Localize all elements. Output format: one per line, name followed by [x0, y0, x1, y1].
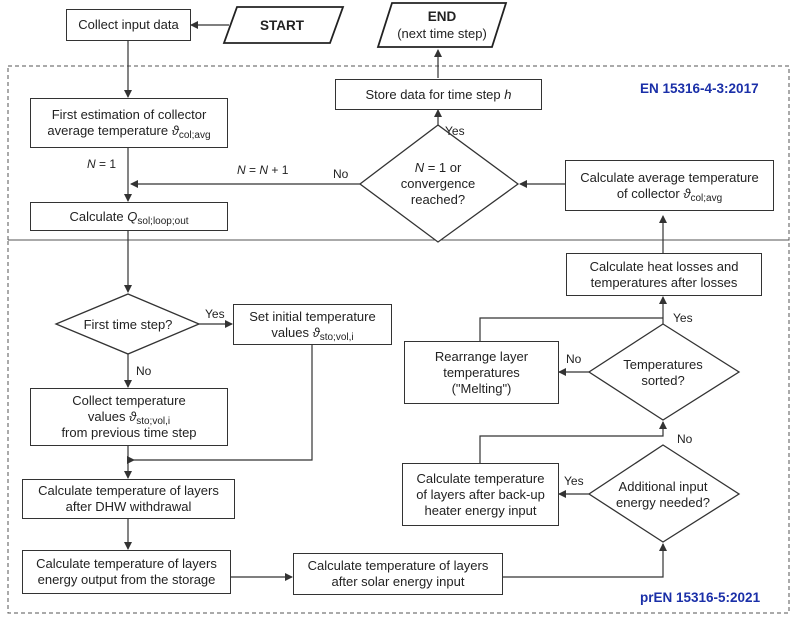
region-label-en-15316-4-3: EN 15316-4-3:2017 — [640, 81, 759, 96]
temps-sorted-text: Temperatures sorted? — [623, 357, 703, 388]
end-subtitle: (next time step) — [397, 26, 487, 41]
region-en-15316-4-3 — [7, 65, 790, 241]
set-initial-temp-box: Set initial temperature values ϑsto;vol,… — [233, 304, 392, 345]
region-label-pren-15316-5: prEN 15316-5:2021 — [640, 590, 761, 605]
calc-heat-losses-box: Calculate heat losses and temperatures a… — [566, 253, 762, 296]
additional-input-text: Additional input energy needed? — [616, 479, 710, 510]
theta-symbol: ϑ — [171, 123, 179, 138]
first-estimation-line2: average temperature — [47, 123, 172, 138]
first-estimation-box: First estimation of collector average te… — [30, 98, 228, 148]
calc-solar-line1: Calculate temperature of layers — [307, 558, 489, 573]
calculate-qsol-text: Calculate — [69, 208, 128, 224]
yes-label-additional-input: Yes — [564, 474, 584, 488]
rearrange-line2: temperatures — [443, 364, 520, 380]
region-pren-15316-5 — [7, 239, 790, 614]
rearrange-line1: Rearrange layer — [434, 348, 529, 364]
convergence-decision-text: N = 1 or convergence reached? — [400, 160, 476, 207]
collect-temp-line1: Collect temperature — [72, 393, 186, 408]
calc-heat-losses-line2: temperatures after losses — [590, 274, 738, 290]
calc-heat-losses-line1: Calculate heat losses and — [589, 258, 739, 274]
time-step-variable: h — [504, 86, 512, 102]
theta-subscript: col;avg — [178, 130, 211, 141]
store-data-box: Store data for time step h — [335, 79, 542, 110]
n-equals-1-label: N = 1 — [87, 157, 117, 171]
theta-symbol: ϑ — [312, 324, 320, 340]
collect-temp-values-box: Collect temperature values ϑsto;vol,i fr… — [30, 388, 228, 446]
connectors — [124, 21, 667, 581]
theta-symbol: ϑ — [683, 185, 691, 201]
theta-symbol: ϑ — [129, 409, 137, 424]
theta-subscript: sto;vol,i — [319, 331, 354, 343]
q-subscript: sol;loop;out — [137, 215, 189, 227]
theta-subscript: col;avg — [690, 192, 723, 204]
start-label: START — [260, 18, 305, 33]
collect-input-data-label: Collect input data — [78, 17, 179, 32]
end-title: END — [428, 9, 457, 24]
calc-solar-box: Calculate temperature of layers after so… — [293, 553, 503, 595]
n-increment-label: N = N + 1 — [237, 163, 289, 177]
first-estimation-line1: First estimation of collector — [51, 107, 207, 122]
yes-label-temps-sorted: Yes — [673, 311, 693, 325]
end-terminal — [376, 2, 508, 48]
calc-dhw-box: Calculate temperature of layers after DH… — [22, 479, 235, 519]
calc-energy-output-box: Calculate temperature of layers energy o… — [22, 550, 231, 594]
rearrange-layers-box: Rearrange layer temperatures ("Melting") — [404, 341, 559, 404]
calc-avg-temp-line2: of collector — [616, 185, 684, 201]
calc-backup-line1: Calculate temperature — [416, 470, 545, 486]
calc-avg-temp-line1: Calculate average temperature — [580, 169, 759, 185]
q-symbol: Q — [127, 208, 138, 224]
start-terminal — [222, 6, 345, 44]
calculate-qsol-box: Calculate Qsol;loop;out — [30, 202, 228, 231]
n-variable: N — [414, 160, 425, 175]
no-label-first-time: No — [136, 364, 152, 378]
no-label-additional-input: No — [677, 432, 693, 446]
calc-backup-box: Calculate temperature of layers after ba… — [402, 463, 559, 526]
calc-energy-output-line2: energy output from the storage — [37, 572, 216, 587]
rearrange-line3: ("Melting") — [451, 380, 512, 396]
set-initial-line1: Set initial temperature — [249, 308, 376, 324]
calc-dhw-line1: Calculate temperature of layers — [38, 483, 219, 498]
calc-dhw-line2: after DHW withdrawal — [65, 499, 192, 514]
collect-temp-line2: values — [87, 409, 130, 424]
no-label-temps-sorted: No — [566, 352, 582, 366]
calc-backup-line3: heater energy input — [424, 502, 537, 518]
collect-temp-line3: from previous time step — [61, 425, 197, 440]
calc-solar-line2: after solar energy input — [331, 574, 465, 589]
first-time-step-text: First time step? — [83, 317, 173, 332]
no-label-convergence: No — [333, 167, 349, 181]
yes-label-convergence: Yes — [445, 124, 465, 138]
calc-energy-output-line1: Calculate temperature of layers — [36, 556, 217, 571]
store-data-text: Store data for time step — [365, 86, 505, 102]
collect-input-data-box: Collect input data — [66, 9, 191, 41]
decision-additional-input — [587, 444, 741, 543]
decision-convergence — [358, 124, 520, 243]
set-initial-line2: values — [271, 324, 313, 340]
theta-subscript: sto;vol,i — [136, 416, 171, 427]
calc-backup-line2: of layers after back-up — [416, 486, 545, 502]
calc-avg-temp-box: Calculate average temperature of collect… — [565, 160, 774, 211]
decision-temps-sorted — [587, 323, 741, 421]
yes-label-first-time: Yes — [205, 307, 225, 321]
